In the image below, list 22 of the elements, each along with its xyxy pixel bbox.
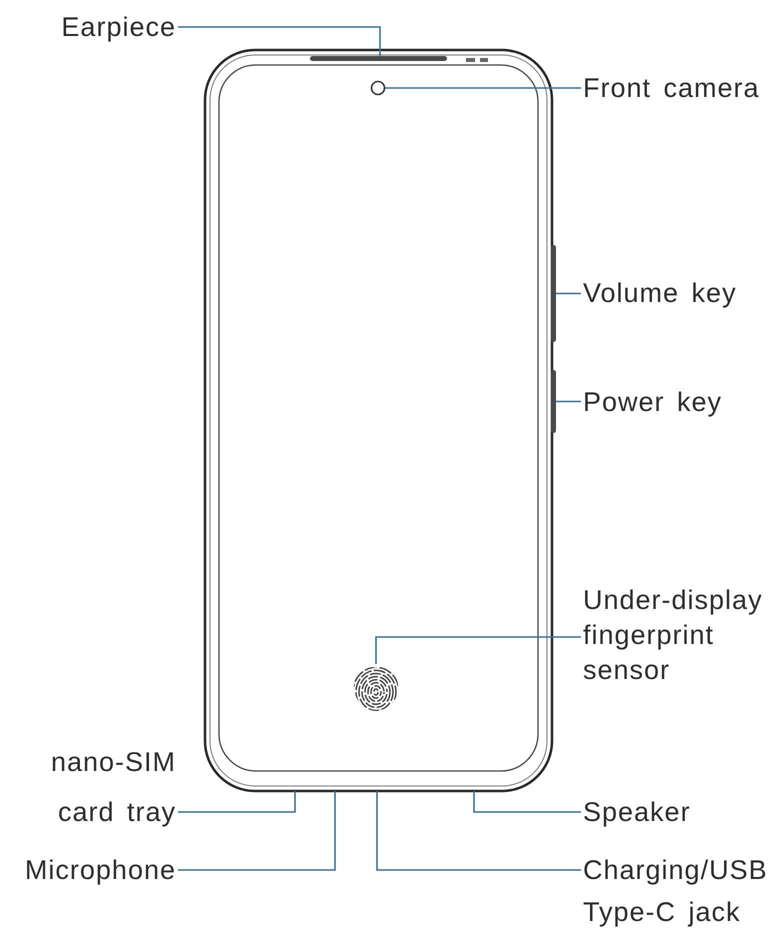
- leader-line: [556, 400, 581, 402]
- volume-key: [551, 245, 556, 342]
- earpiece-slot: [310, 56, 447, 61]
- part-label: Front camera: [583, 71, 760, 105]
- leader-line: [178, 26, 381, 56]
- part-label: nano-SIM card tray: [36, 737, 176, 837]
- power-key: [551, 370, 556, 433]
- leader-line: [473, 791, 581, 813]
- part-label: Microphone: [24, 853, 176, 887]
- leader-line: [376, 791, 581, 871]
- leader-line: [384, 87, 581, 89]
- part-label: Volume key: [583, 276, 737, 310]
- part-label: Power key: [583, 385, 722, 419]
- leader-line: [178, 791, 336, 871]
- leader-line: [375, 636, 581, 664]
- front-camera: [370, 80, 386, 96]
- part-label: Earpiece: [61, 10, 176, 44]
- part-label: Charging/USB Type-C jack: [583, 849, 778, 933]
- leader-line: [178, 791, 296, 813]
- part-label: Speaker: [583, 795, 691, 829]
- part-label: Under-display fingerprint sensor: [583, 583, 778, 688]
- leader-line: [556, 292, 581, 294]
